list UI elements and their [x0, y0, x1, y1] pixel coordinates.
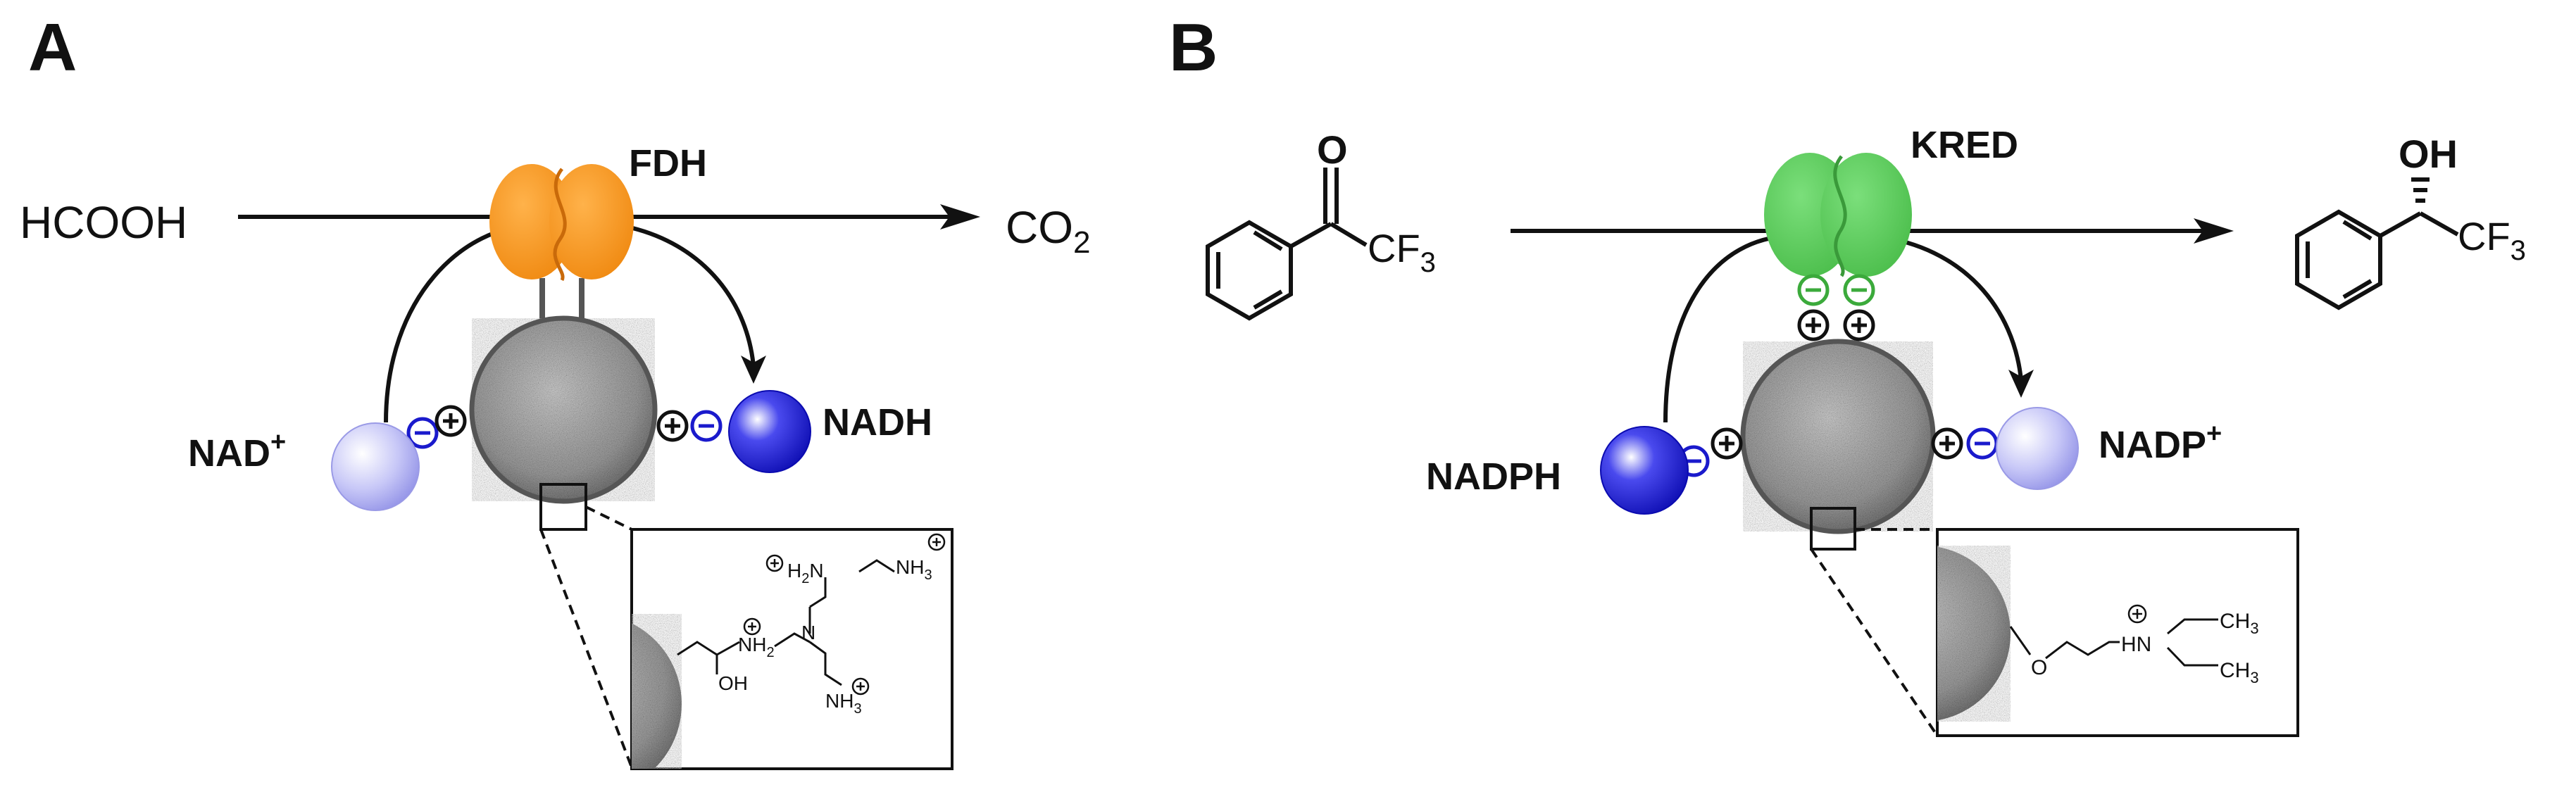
inset-structure-a: [677, 559, 895, 686]
charge-pair-left-b: [1677, 427, 1743, 477]
kred-enzyme: [1764, 153, 1912, 277]
inset-structure-b: [2009, 618, 2218, 667]
inset-ch3-bottom: CH3: [2220, 659, 2259, 686]
bead-charges-top-b: [1797, 309, 1875, 341]
reaction-arrowhead-a: [940, 204, 980, 230]
enzyme-charges-b: [1797, 274, 1875, 306]
zoom-line-lower-a: [539, 529, 633, 768]
cofactor-arrow-left-b: [1663, 234, 1789, 423]
reaction-arrowhead-b: [2194, 218, 2234, 244]
alcohol-hash-bond: [2411, 177, 2430, 203]
panel-label-a: A: [28, 10, 77, 85]
inset-ether-o: O: [2031, 656, 2047, 679]
substrate-hcooh: HCOOH: [20, 197, 187, 248]
cofactor-arrowhead-a: [741, 356, 766, 384]
inset-charge-b: [2127, 604, 2147, 624]
product-co2: CO2: [1006, 202, 1090, 260]
inset-charges-a: [743, 533, 946, 696]
cofactor-nadp: NADP+: [2099, 419, 2222, 466]
inset-h2n: H2N: [787, 560, 824, 586]
inset-hn: HN: [2121, 633, 2151, 656]
cofactor-arrow-right-b: [1872, 234, 2023, 381]
enzyme-label-fdh: FDH: [629, 142, 707, 184]
inset-nh3-bottom: NH3: [825, 690, 862, 717]
carrier-bead-b: [1740, 339, 1936, 534]
cofactor-arrow-right-a: [619, 223, 756, 367]
inset-bead-surface-b: [1937, 546, 2011, 721]
ketone-cf3: CF3: [1368, 226, 1436, 278]
inset-nh2: NH2: [738, 634, 775, 660]
inset-panel-b: O HN CH3 CH3: [1936, 528, 2299, 737]
fdh-enzyme: [489, 164, 634, 282]
inset-ch3-top: CH3: [2220, 610, 2259, 637]
panel-b: B O CF3 OH: [1169, 10, 2526, 737]
ketone-structure: [1206, 168, 1368, 321]
ketone-oxygen: O: [1317, 127, 1348, 172]
enzyme-label-kred: KRED: [1911, 124, 2018, 166]
nad-ball: [331, 422, 420, 511]
alcohol-oh: OH: [2399, 132, 2458, 176]
cofactor-nadh: NADH: [823, 401, 932, 444]
cofactor-nad: NAD+: [188, 427, 286, 474]
inset-oh: OH: [718, 672, 748, 694]
inset-bead-surface-a: [632, 623, 682, 769]
panel-label-b: B: [1169, 10, 1218, 85]
zoom-line-upper-a: [585, 505, 632, 531]
cofactor-nadph: NADPH: [1426, 455, 1561, 498]
nadph-ball: [1600, 426, 1689, 515]
nadp-ball: [1996, 407, 2079, 490]
charge-pair-left-a: [406, 405, 467, 449]
alcohol-cf3: CF3: [2458, 214, 2526, 266]
panel-a: A HCOOH CO2 FDH: [20, 10, 1090, 770]
charge-pair-right-a: [656, 410, 723, 442]
inset-panel-a: OH NH2 N H2N NH3 NH3: [630, 528, 954, 770]
carrier-bead-a: [469, 315, 658, 504]
cofactor-arrowhead-b: [2008, 370, 2034, 398]
inset-n-central: N: [801, 622, 815, 643]
inset-nh3-top: NH3: [896, 556, 932, 583]
charge-pair-right-b: [1931, 427, 1999, 460]
alcohol-structure: [2295, 209, 2459, 310]
nadh-ball: [728, 390, 811, 473]
zoom-line-lower-b: [1810, 548, 1939, 737]
